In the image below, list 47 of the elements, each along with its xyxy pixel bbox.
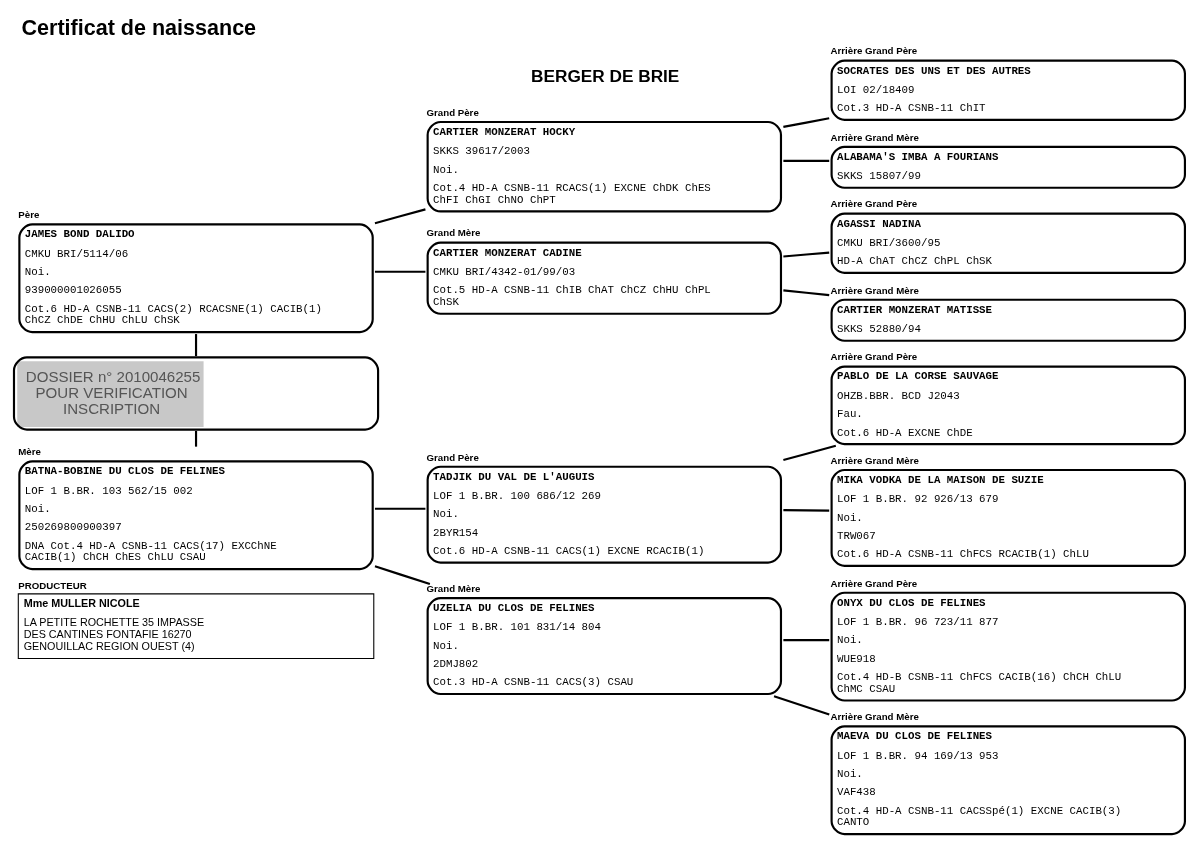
connector	[194, 430, 198, 447]
node-box: ONYX DU CLOS DE FELINES LOF 1 B.BR. 96 723/11 877 Noi. WUE918 Cot.4 HD-B CSNB-11 ChFCS CACIB(16) ChCH ChLU ChMC CSAU	[830, 591, 1186, 702]
node-box: MAEVA DU CLOS DE FELINES LOF 1 B.BR. 94 169/13 953 Noi. VAF438 Cot.4 HD-A CSNB-11 CACSSpé(1) EXCNE CACIB(3) CANTO	[830, 725, 1186, 836]
node-box: CARTIER MONZERAT HOCKY SKKS 39617/2003 Noi. Cot.4 HD-A CSNB-11 RCACS(1) EXCNE ChDK ChES ChFI ChGI ChNO ChPT	[426, 120, 783, 213]
node-box: JAMES BOND DALIDO CMKU BRI/5114/06 Noi. 939000001026055 Cot.6 HD-A CSNB-11 CACS(2) RCACSNE(1) CACIB(1) ChCZ ChDE ChHU ChLU ChSK	[18, 223, 374, 334]
label: BERGER DE BRIE	[531, 65, 680, 86]
node-box: PABLO DE LA CORSE SAUVAGE OHZB.BBR. BCD J2043 Fau. Cot.6 HD-A EXCNE ChDE	[830, 365, 1186, 446]
connector	[374, 270, 426, 273]
node-label: Grand Mère	[426, 582, 481, 594]
node-box: DOSSIER n° 2010046255 POUR VERIFICATION INSCRIPTION	[12, 356, 380, 431]
node-box: BATNA-BOBINE DU CLOS DE FELINES LOF 1 B.BR. 103 562/15 002 Noi. 250269800900397 DNA Cot.4 HD-A CSNB-11 CACS(17) EXCChNE CACIB(1) ChCH ChES ChLU CSAU	[18, 460, 374, 571]
node-label: Arrière Grand Père	[830, 198, 918, 210]
node-label: Arrière Grand Père	[830, 577, 918, 589]
node-label: Arrière Grand Père	[830, 45, 918, 57]
node-label: Grand Père	[426, 451, 479, 463]
connector	[783, 444, 837, 462]
node-box: AGASSI NADINA CMKU BRI/3600/95 HD-A ChAT ChCZ ChPL ChSK	[830, 212, 1186, 274]
node-label: Arrière Grand Mère	[830, 711, 919, 723]
node-label: Mère	[18, 446, 41, 458]
connector	[783, 289, 830, 297]
node-box: Mme MULLER NICOLE LA PETITE ROCHETTE 35 IMPASSE DES CANTINES FONTAFIE 16270 GENOUILLAC REGION OUEST (4)	[17, 593, 375, 660]
node-label: Grand Mère	[426, 227, 481, 239]
node-box: CARTIER MONZERAT MATISSE SKKS 52880/94	[830, 298, 1186, 342]
connector	[783, 117, 830, 128]
connector	[783, 639, 830, 642]
node-box: ALABAMA'S IMBA A FOURIANS SKKS 15807/99	[830, 145, 1186, 189]
node-label: Père	[18, 209, 40, 221]
node-box: UZELIA DU CLOS DE FELINES LOF 1 B.BR. 101 831/14 804 Noi. 2DMJ802 Cot.3 HD-A CSNB-11 CACS(3) CSAU	[426, 597, 783, 696]
node-label: Arrière Grand Mère	[830, 284, 919, 296]
connector	[374, 507, 426, 510]
node-label: Arrière Grand Mère	[830, 454, 919, 466]
connector	[374, 565, 431, 586]
connector	[194, 334, 198, 357]
connector	[783, 251, 830, 258]
connector	[783, 509, 830, 512]
node-box: SOCRATES DES UNS ET DES AUTRES LOI 02/18409 Cot.3 HD-A CSNB-11 ChIT	[830, 59, 1186, 121]
node-label: Grand Père	[426, 106, 479, 118]
diagram-title: Certificat de naissance	[21, 15, 257, 40]
node-label: Arrière Grand Père	[830, 351, 918, 363]
connector	[783, 159, 830, 162]
node-label: PRODUCTEUR	[18, 579, 87, 591]
connector	[773, 695, 830, 716]
node-box: MIKA VODKA DE LA MAISON DE SUZIE LOF 1 B.BR. 92 926/13 679 Noi. TRW067 Cot.6 HD-A CSNB-11 ChFCS RCACIB(1) ChLU	[830, 468, 1186, 567]
node-box: TADJIK DU VAL DE L'AUGUIS LOF 1 B.BR. 100 686/12 269 Noi. 2BYR154 Cot.6 HD-A CSNB-11 CACS(1) EXCNE RCACIB(1)	[426, 465, 783, 564]
node-box: CARTIER MONZERAT CADINE CMKU BRI/4342-01/99/03 Cot.5 HD-A CSNB-11 ChIB ChAT ChCZ ChHU ChPL ChSK	[426, 241, 783, 315]
connector	[374, 208, 426, 225]
node-label: Arrière Grand Mère	[830, 131, 919, 143]
